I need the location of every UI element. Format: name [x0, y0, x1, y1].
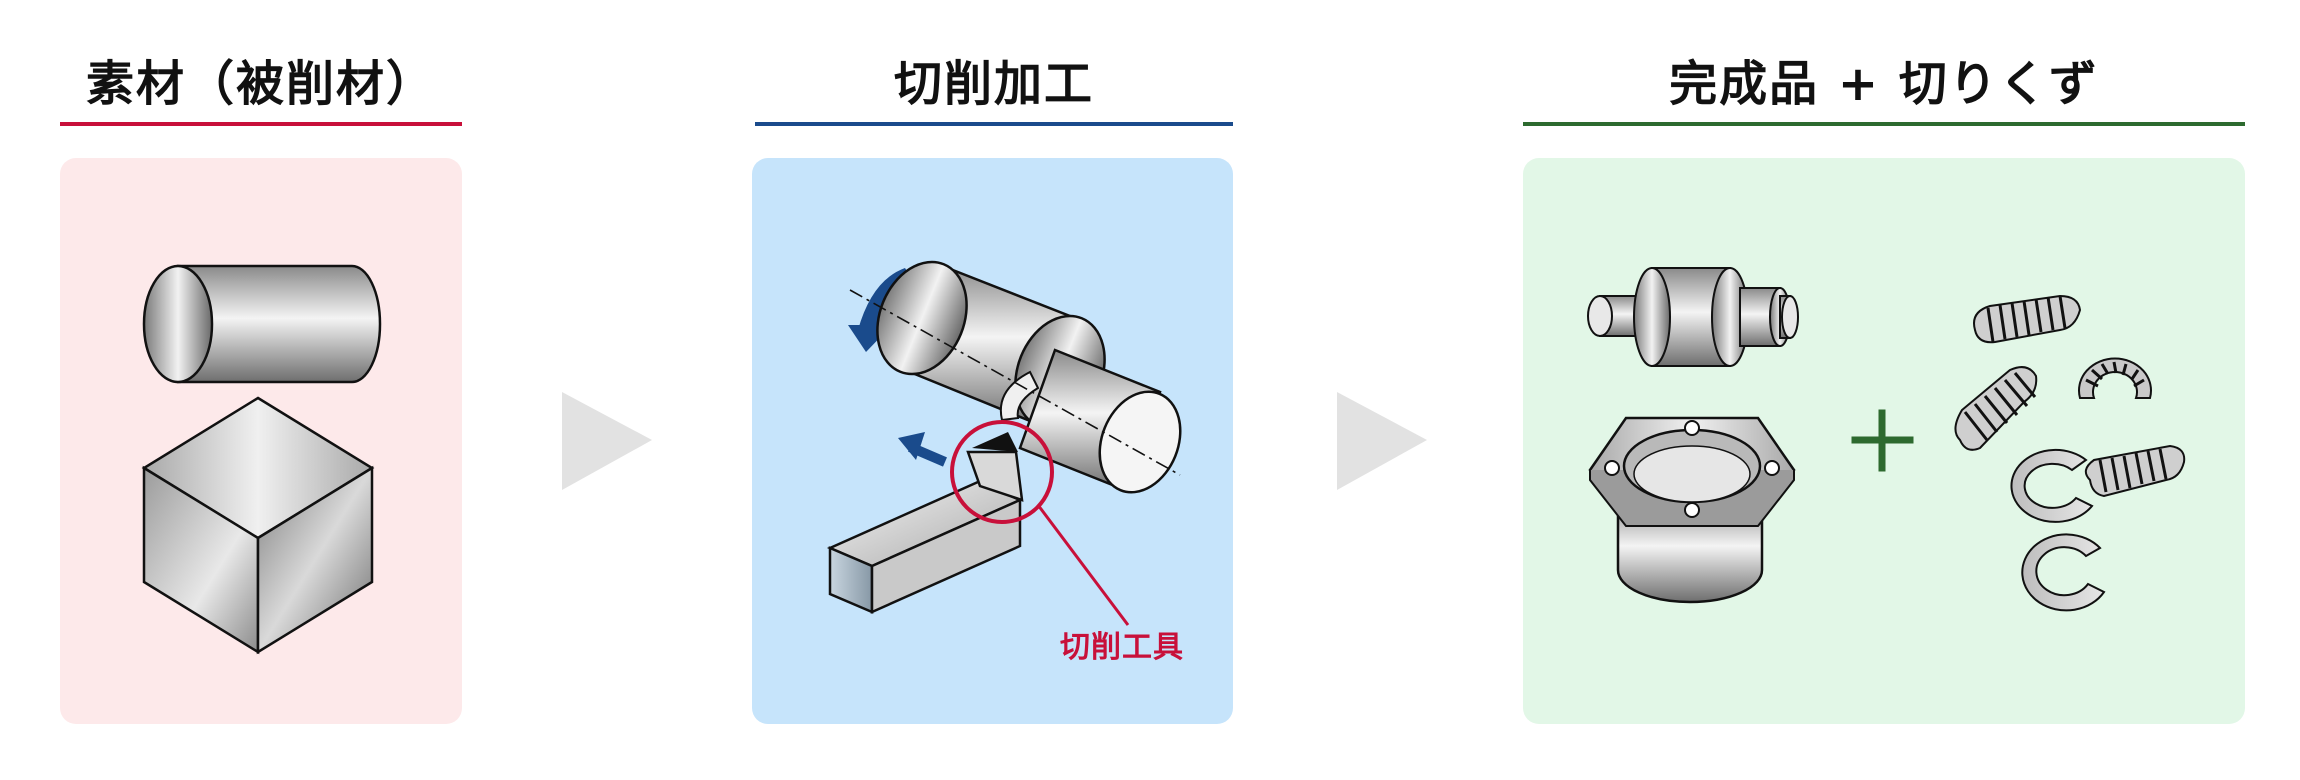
spiral-chip-3 — [2084, 444, 2186, 498]
product-flange-housing — [1588, 416, 1796, 604]
section-underline-cutting — [755, 122, 1233, 126]
step-arrow-1 — [562, 392, 652, 490]
section-title-cutting: 切削加工 — [893, 56, 1094, 112]
spiral-chip-1 — [1973, 294, 2082, 344]
tool-label-leader — [1036, 504, 1130, 626]
raw-cube — [141, 396, 375, 655]
tool-label: 切削工具 — [1060, 630, 1184, 665]
section-underline-material — [60, 122, 462, 126]
spiral-chip-2 — [1954, 366, 2038, 451]
tool-highlight-circle — [950, 420, 1054, 524]
plus-sign — [1851, 409, 1914, 472]
product-shaft — [1587, 267, 1799, 367]
section-underline-product — [1523, 122, 2245, 126]
section-title-material: 素材（被削材） — [85, 56, 436, 112]
cutting-chip — [999, 370, 1040, 422]
workpiece-small-cylinder — [1018, 348, 1182, 494]
c-chip-2 — [2021, 533, 2106, 612]
feed-arrow — [898, 432, 947, 467]
curl-chip-dark-lines — [2085, 361, 2145, 388]
rotation-axis — [849, 289, 1181, 476]
c-chip-1 — [2010, 448, 2094, 523]
section-title-product: 完成品 + 切りくず — [1669, 56, 2099, 112]
curl-chip-dark — [2078, 357, 2152, 399]
step-arrow-2 — [1337, 392, 1427, 490]
cutting-tool — [826, 432, 1024, 614]
raw-cylinder — [142, 264, 382, 384]
